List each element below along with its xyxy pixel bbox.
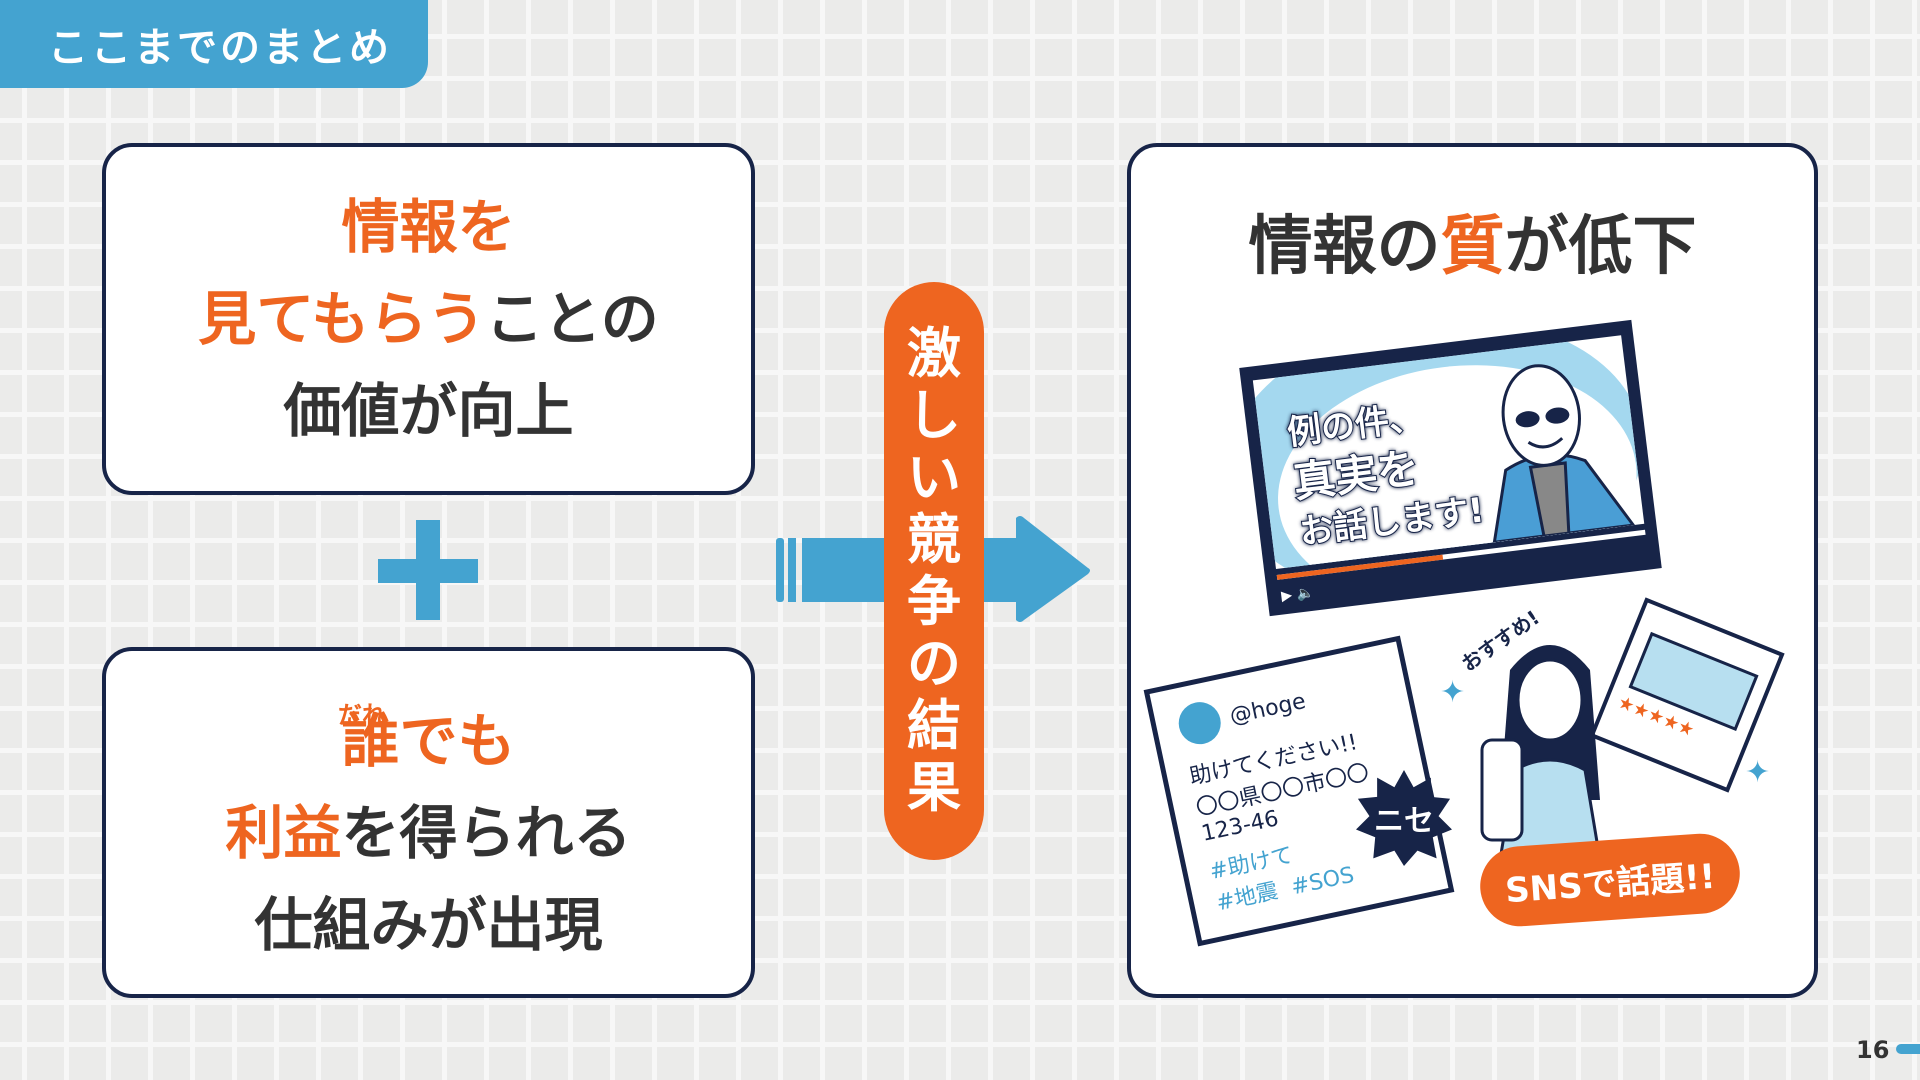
text: ことの	[485, 285, 659, 353]
man-figure	[1492, 364, 1637, 544]
video-caption: 例の件、 真実を お話します!	[1284, 386, 1487, 557]
vertical-char: 争	[907, 570, 961, 633]
highlight-text: 質	[1440, 210, 1505, 284]
line: 価値が向上	[283, 377, 574, 445]
line: 仕組みが出現	[254, 890, 603, 959]
highlight-text: 情報を	[341, 193, 516, 261]
vertical-char: 結	[907, 694, 961, 757]
competition-result-label: 激しい競争の結果	[884, 282, 984, 860]
page-number: 16	[1856, 1036, 1890, 1064]
hashtag: #SOS	[1288, 862, 1357, 901]
avatar-icon	[1174, 698, 1225, 749]
hashtag: #地震	[1214, 878, 1281, 917]
vertical-char: 激	[907, 322, 961, 385]
vertical-char: の	[907, 632, 961, 695]
vertical-char: い	[907, 446, 961, 509]
plus-icon	[378, 520, 478, 620]
text: 情報の	[1248, 210, 1441, 284]
text: が低下	[1504, 210, 1697, 284]
line: 利益を得られる	[225, 787, 631, 879]
summary-box-anyone: だれ 誰でも 利益を得られる 仕組みが出現	[102, 647, 755, 998]
vertical-char: 競	[907, 508, 961, 571]
line: 見てもらうことの	[198, 273, 659, 365]
vertical-char: 果	[907, 756, 961, 819]
video-illustration: 例の件、 真実を お話します! ▶ 🔈	[1239, 319, 1662, 617]
highlight-text: 利益	[225, 798, 342, 867]
text: を得られる	[341, 798, 632, 867]
page-indicator	[1896, 1044, 1920, 1054]
play-icon: ▶ 🔈	[1280, 584, 1316, 605]
sparkle-icon: ✦	[1745, 755, 1771, 790]
section-label: ここまでのまとめ	[0, 0, 428, 88]
post-handle: @hoge	[1227, 688, 1308, 729]
highlight-text: 誰でも	[341, 706, 516, 775]
result-title: 情報の質が低下	[1249, 207, 1697, 287]
line: 情報を	[341, 181, 515, 273]
sparkle-icon: ✦	[1440, 675, 1466, 710]
woman-figure	[1480, 645, 1602, 860]
ruby-text: だれ	[338, 701, 386, 729]
highlight-text: 見てもらう	[198, 285, 486, 353]
vertical-char: し	[907, 384, 961, 447]
summary-box-value: 情報を 見てもらうことの 価値が向上	[102, 143, 755, 495]
